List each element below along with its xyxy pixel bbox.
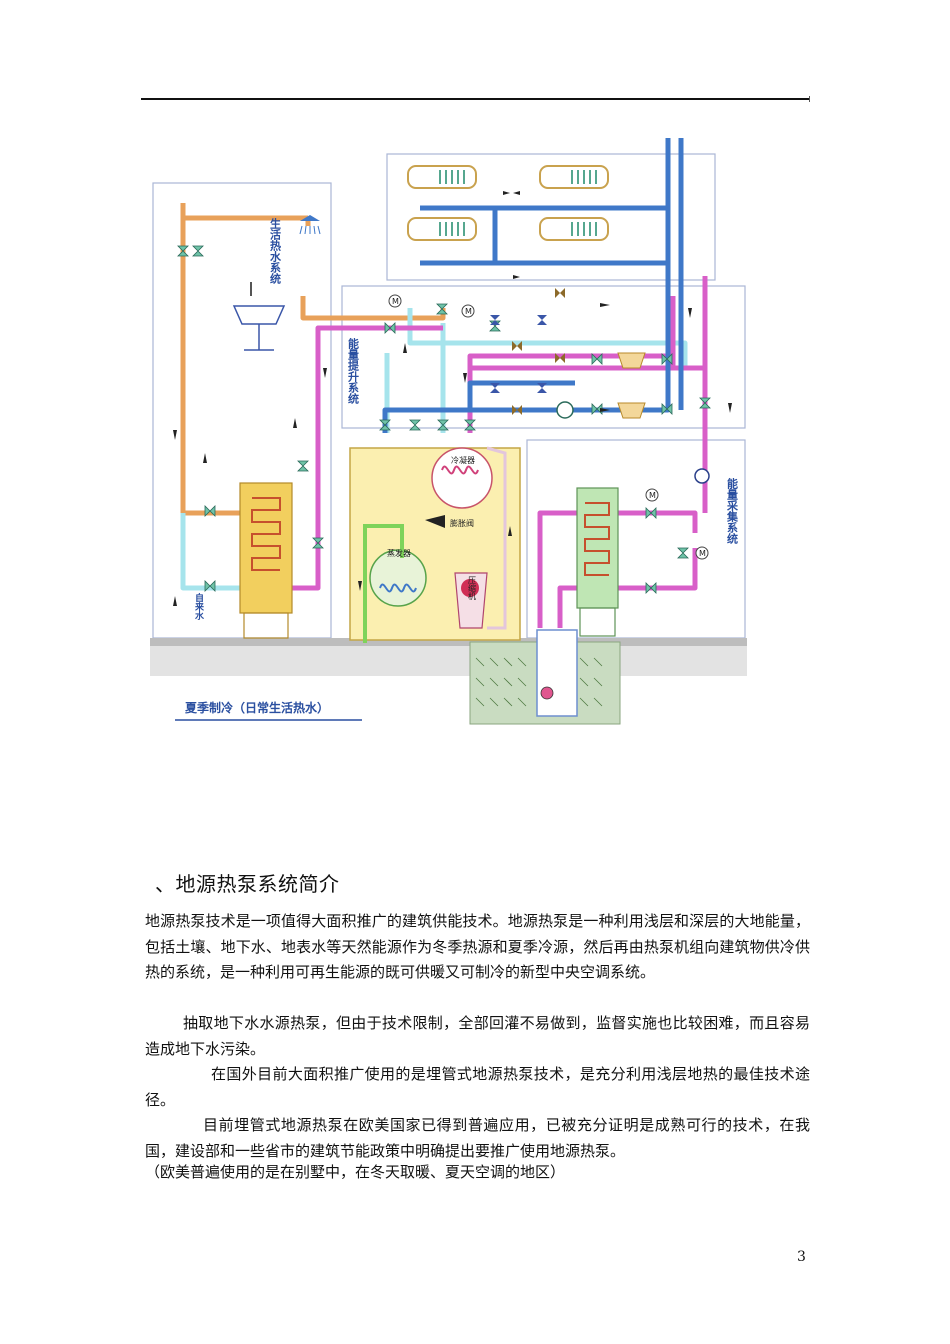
ground-band	[150, 646, 747, 676]
energy-lift-box	[341, 285, 746, 429]
condenser-vessel	[431, 447, 493, 509]
motor-valve-label: M	[649, 491, 656, 500]
ground-source-heat-pump-diagram: M M M M 末端释放系统 生活热水系统 能量提升系统 能量采集系统 自来水 …	[150, 135, 760, 725]
evaporator-label: 蒸发器	[387, 548, 411, 558]
well-pump-icon	[540, 686, 554, 700]
circulation-pump-icon	[556, 401, 574, 419]
compressor-label: 压缩机	[468, 576, 477, 601]
energy-collection-label: 能量采集系统	[726, 477, 740, 545]
motor-valve-label: M	[699, 549, 706, 558]
paragraph-groundwater: 抽取地下水水源热泵，但由于技术限制，全部回灌不易做到，监督实施也比较困难，而且容…	[145, 1014, 810, 1058]
exchanger-stand	[243, 612, 289, 639]
tap-water-label: 自来水	[193, 592, 205, 621]
paragraph-adoption: 目前埋管式地源热泵在欧美国家已得到普遍应用，已被充分证明是成熟可行的技术，在我国…	[145, 1116, 810, 1160]
diagram-caption: 夏季制冷（日常生活热水）	[185, 700, 329, 715]
motor-valve-label: M	[392, 297, 399, 306]
energy-lift-label: 能量提升系统	[347, 337, 360, 405]
fan-coil-units	[407, 165, 609, 241]
motor-valve-icons	[388, 294, 709, 560]
section-heading: 、地源热泵系统简介	[155, 872, 340, 896]
hot-water-heat-exchanger	[239, 482, 293, 614]
exchanger-coil	[251, 497, 281, 571]
evaporator-loop	[363, 524, 404, 643]
collection-pump-icon	[694, 468, 710, 484]
compressor-loop	[486, 446, 507, 630]
page-number: 3	[797, 1249, 806, 1265]
compressor-core	[461, 579, 479, 597]
motor-valve-label: M	[465, 307, 472, 316]
terminal-release-box	[386, 153, 716, 281]
terminal-release-label: 末端释放系统	[710, 135, 760, 203]
valve-icons	[177, 245, 711, 594]
ground-heat-exchanger	[576, 487, 619, 609]
ground-line	[150, 638, 747, 646]
blue-valve-icons	[490, 315, 547, 393]
condenser-label: 冷凝器	[451, 455, 475, 465]
domestic-hot-water-label: 生活热水系统	[269, 217, 282, 285]
evaporator-vessel	[369, 549, 427, 607]
condenser-coil	[441, 465, 479, 475]
header-rule	[141, 98, 809, 100]
evaporator-coil	[379, 583, 417, 593]
paragraph-note: （欧美普遍使用的是在别墅中，在冬天取暖、夏天空调的地区）	[145, 1163, 566, 1181]
wash-basin-icon	[232, 305, 286, 325]
expansion-valve-icon	[425, 515, 445, 528]
header-rule-tick	[809, 96, 810, 102]
flow-arrow-icons	[173, 191, 732, 606]
paragraph-intro: 地源热泵技术是一项值得大面积推广的建筑供能技术。地源热泵是一种利用浅层和深层的大…	[145, 912, 810, 981]
expansion-valve-label: 膨胀阀	[450, 518, 474, 528]
paragraph-buried-pipe: 在国外目前大面积推广使用的是埋管式地源热泵技术，是充分利用浅层地热的最佳技术途径…	[145, 1065, 810, 1109]
ground-exchanger-coil	[584, 502, 610, 576]
ground-exchanger-stand	[579, 607, 616, 637]
ground-well	[536, 629, 578, 717]
filter-icons	[617, 352, 646, 419]
soil-hatching	[475, 657, 603, 707]
shower-head-icon	[299, 215, 321, 235]
gate-valve-icons	[512, 288, 565, 415]
